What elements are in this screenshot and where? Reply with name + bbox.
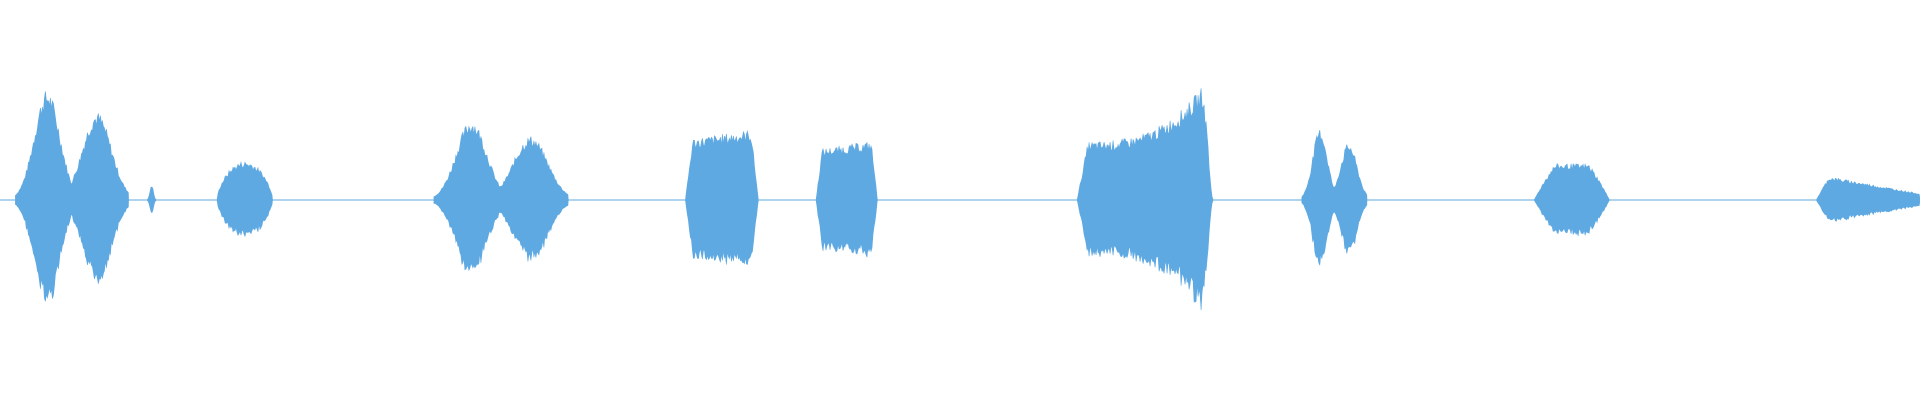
waveform-clip-7 (1076, 88, 1214, 311)
waveform-clip-3 (216, 161, 273, 238)
waveform-clip-8 (1301, 130, 1368, 266)
waveform-clip-4 (433, 125, 569, 272)
waveform-clip-1 (15, 91, 129, 302)
waveform-clip-2 (145, 186, 158, 214)
waveform-clip-10 (1815, 177, 1920, 222)
waveform-clip-6 (815, 141, 878, 258)
waveform-clip-5 (685, 130, 759, 265)
waveform-clips (15, 88, 1920, 311)
waveform-clip-9 (1533, 162, 1655, 236)
